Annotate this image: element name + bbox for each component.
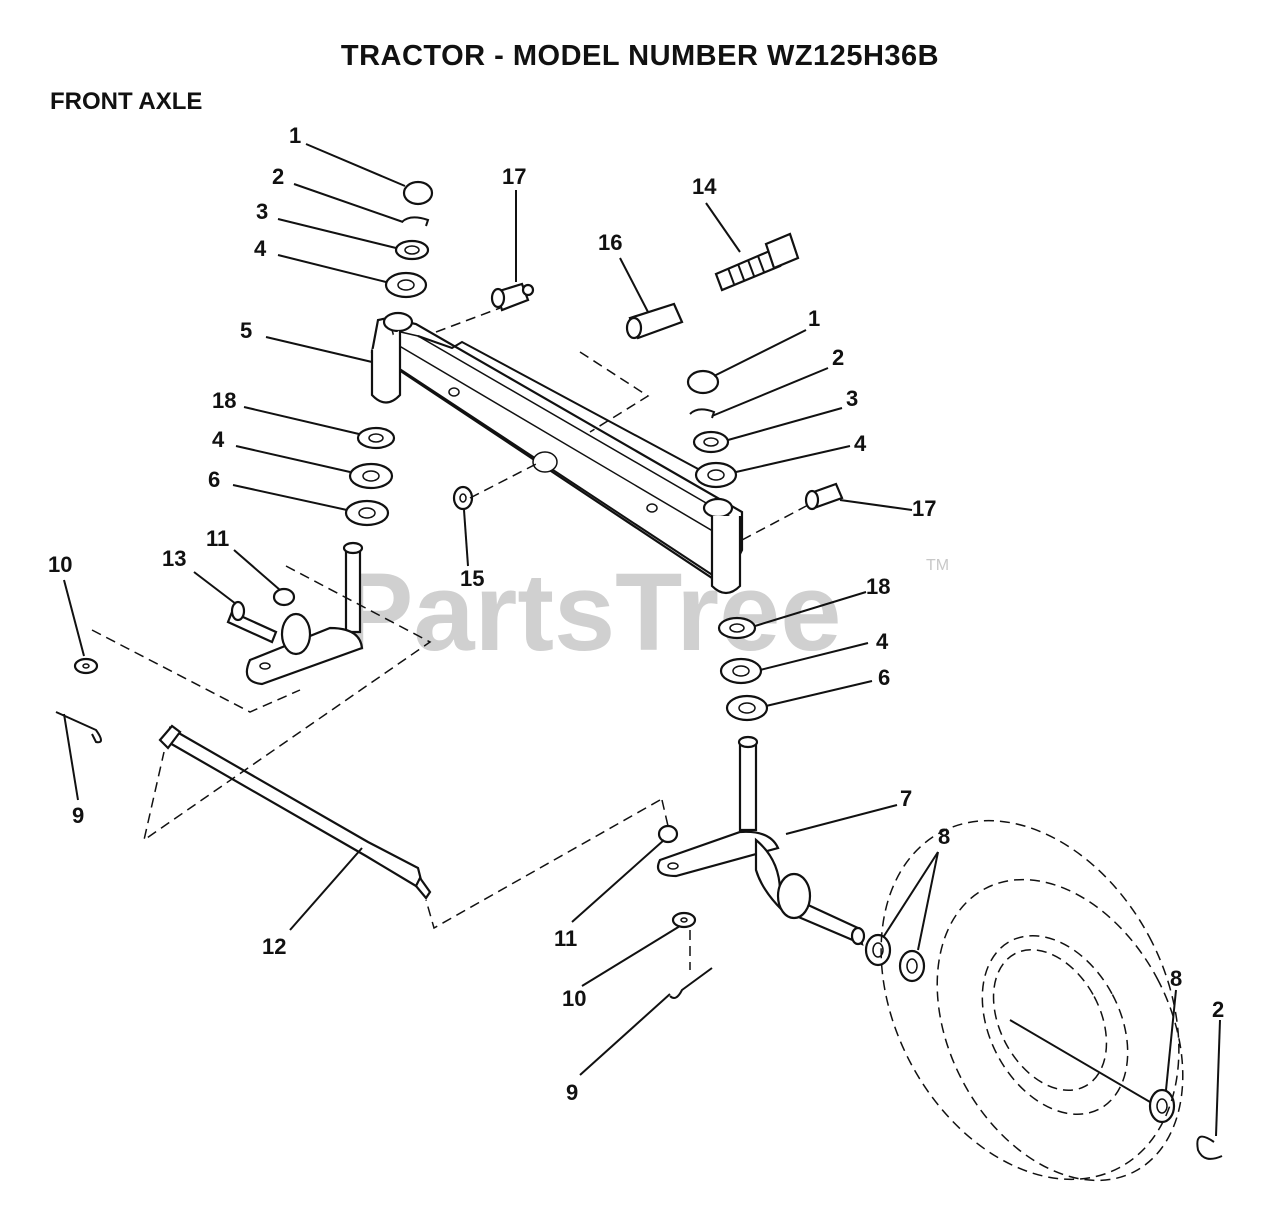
callout-10: 10 (562, 986, 586, 1011)
dust-cap-left (402, 180, 434, 206)
callout-1: 1 (808, 306, 820, 331)
callout-2: 2 (272, 164, 284, 189)
callout-17: 17 (912, 496, 936, 521)
dust-cap-right (686, 369, 720, 395)
bushing-11-right (657, 824, 679, 844)
callout-8: 8 (938, 824, 950, 849)
callout-11: 11 (554, 926, 577, 951)
callout-4: 4 (254, 236, 267, 261)
watermark: PartsTree (340, 551, 841, 674)
e-ring-2-wheel (1196, 1135, 1223, 1160)
tie-rod (158, 724, 432, 900)
axle-beam (370, 311, 744, 595)
callout-6: 6 (878, 665, 890, 690)
callout-3: 3 (256, 199, 268, 224)
page-title: TRACTOR - MODEL NUMBER WZ125H36B (340, 40, 940, 72)
callout-7: 7 (900, 786, 912, 811)
watermark-trademark: TM (926, 557, 949, 574)
top-fittings (452, 232, 800, 511)
callout-16: 16 (598, 230, 622, 255)
callout-4: 4 (854, 431, 867, 456)
cotter-pin-9-left (55, 711, 102, 744)
callout-13: 13 (162, 546, 186, 571)
bolt-14-head (764, 232, 800, 270)
spindle-7-axle (754, 837, 864, 946)
leader-lines (63, 143, 1221, 1137)
callout-6: 6 (208, 467, 220, 492)
callout-2: 2 (832, 345, 844, 370)
callout-18: 18 (866, 574, 890, 599)
callout-1: 1 (289, 123, 301, 148)
assembly-lines (91, 307, 811, 970)
e-ring-left (401, 216, 430, 227)
callout-17: 17 (502, 164, 526, 189)
bushing-11-left (272, 587, 296, 607)
front-wheel (880, 819, 1184, 1182)
callout-14: 14 (692, 174, 717, 199)
callout-2: 2 (1212, 997, 1224, 1022)
steering-arm-left (245, 626, 364, 686)
callout-3: 3 (846, 386, 858, 411)
callout-8: 8 (1170, 966, 1182, 991)
callout-10: 10 (48, 552, 72, 577)
e-ring-right (689, 408, 716, 419)
callout-12: 12 (262, 934, 286, 959)
callout-18: 18 (212, 388, 236, 413)
callout-4: 4 (212, 427, 225, 452)
callouts: 1 2 3 4 5 18 4 6 17 16 14 1 2 3 4 17 15 … (48, 123, 1224, 1105)
callout-11: 11 (206, 526, 229, 551)
callout-9: 9 (72, 803, 84, 828)
left-spindle-parts (55, 180, 434, 744)
cotter-pin-9-right (669, 967, 713, 999)
callout-9: 9 (566, 1080, 578, 1105)
callout-5: 5 (240, 318, 252, 343)
callout-15: 15 (460, 566, 484, 591)
right-spindle-parts (656, 369, 1223, 1160)
steering-arm-right (656, 830, 780, 878)
section-title: FRONT AXLE (50, 88, 203, 115)
callout-4: 4 (876, 629, 889, 654)
